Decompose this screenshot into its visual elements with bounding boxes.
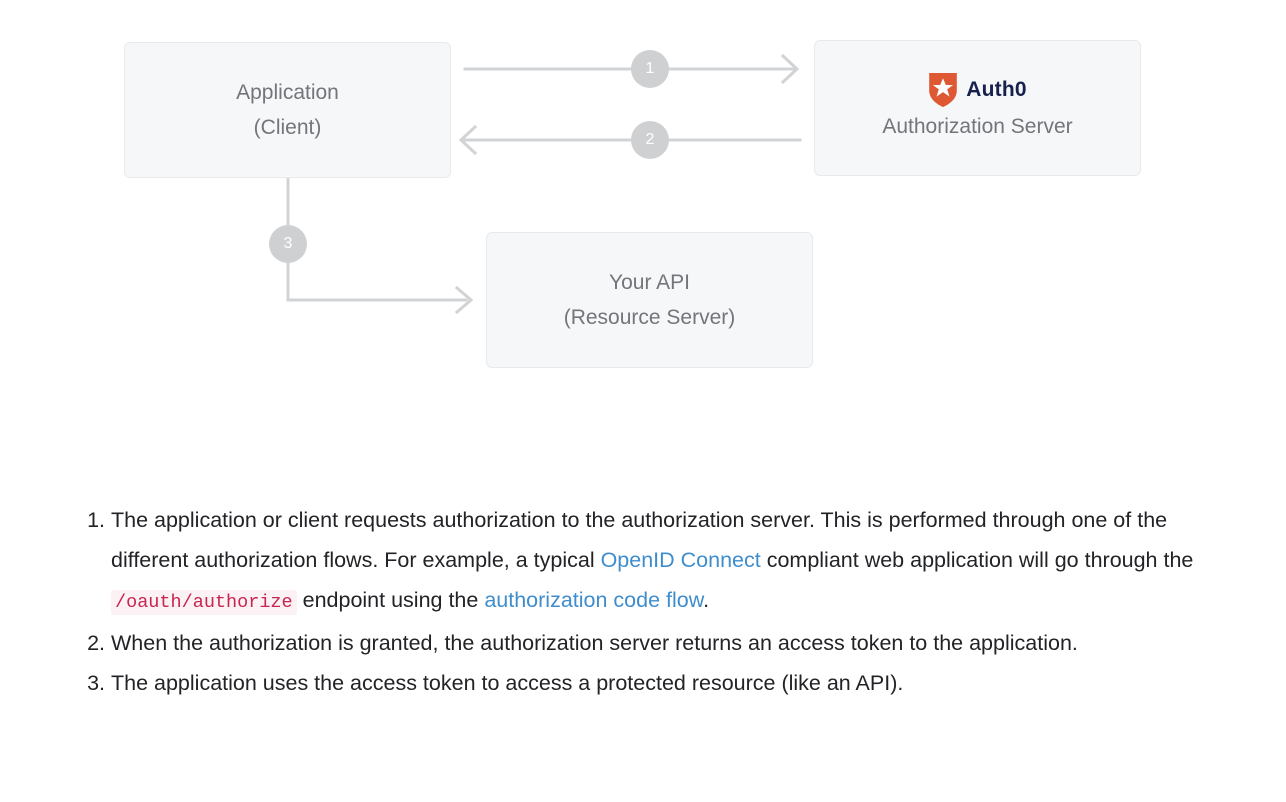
diagram-node-authorization-server-label: Authorization Server [882,114,1073,138]
auth0-shield-icon [929,72,958,107]
diagram-node-your-api: Your API (Resource Server) [486,232,813,368]
step-3-text: The application uses the access token to… [111,671,904,695]
list-item: When the authorization is granted, the a… [111,623,1218,663]
doc-link[interactable]: authorization code flow [484,588,704,612]
diagram-node-application: Application (Client) [124,42,451,178]
arrow-step-3 [286,177,474,315]
diagram-step-badge-3: 3 [269,225,307,263]
diagram-node-application-title: Application [236,81,339,104]
diagram-node-application-subtitle: (Client) [253,116,322,139]
doc-link[interactable]: OpenID Connect [600,548,761,572]
flow-steps-section: The application or client requests autho… [78,500,1218,703]
auth0-wordmark: Auth0 [966,78,1027,101]
list-item: The application uses the access token to… [111,663,1218,703]
oauth-flow-diagram: Application (Client) Auth0 Authorization… [124,40,1141,368]
flow-steps-list: The application or client requests autho… [78,500,1218,703]
step-2-text: When the authorization is granted, the a… [111,631,1078,655]
inline-code: /oauth/authorize [111,590,297,615]
diagram-step-badge-2: 2 [631,121,669,159]
diagram-node-your-api-title: Your API [609,271,690,294]
list-item: The application or client requests autho… [111,500,1218,623]
step-1-text: The application or client requests autho… [111,508,1194,615]
diagram-step-badge-1: 1 [631,50,669,88]
auth0-brand-lockup: Auth0 [928,72,1027,107]
diagram-node-your-api-subtitle: (Resource Server) [563,306,736,329]
diagram-node-authorization-server: Auth0 Authorization Server [814,40,1141,176]
